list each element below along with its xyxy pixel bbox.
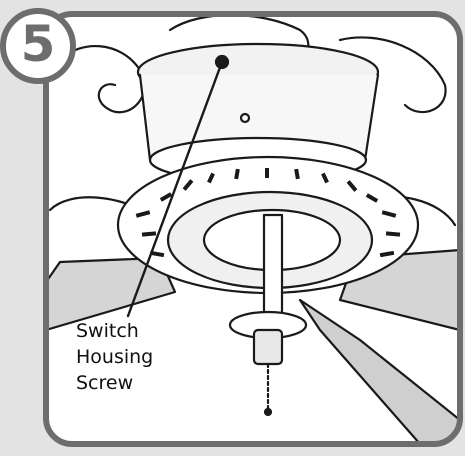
callout-leader-line: [126, 60, 224, 318]
callout-line-2: Housing: [76, 346, 154, 368]
switch-housing-screw-label: Switch Housing Screw: [76, 318, 153, 396]
ring-slots: [135, 168, 401, 258]
step-number-badge: 5: [0, 8, 76, 84]
callout-line-1: Switch: [76, 320, 139, 342]
fan-blade-bottom-right: [298, 298, 460, 444]
step-number: 5: [20, 15, 56, 73]
diagram-panel-border: [43, 11, 463, 447]
pull-chain-end: [263, 407, 273, 417]
callout-line-3: Screw: [76, 372, 134, 394]
housing-hole: [239, 112, 251, 124]
light-kit-shaft: [262, 213, 284, 327]
switch-body: [252, 328, 284, 366]
blade-iron-right: [338, 36, 447, 114]
